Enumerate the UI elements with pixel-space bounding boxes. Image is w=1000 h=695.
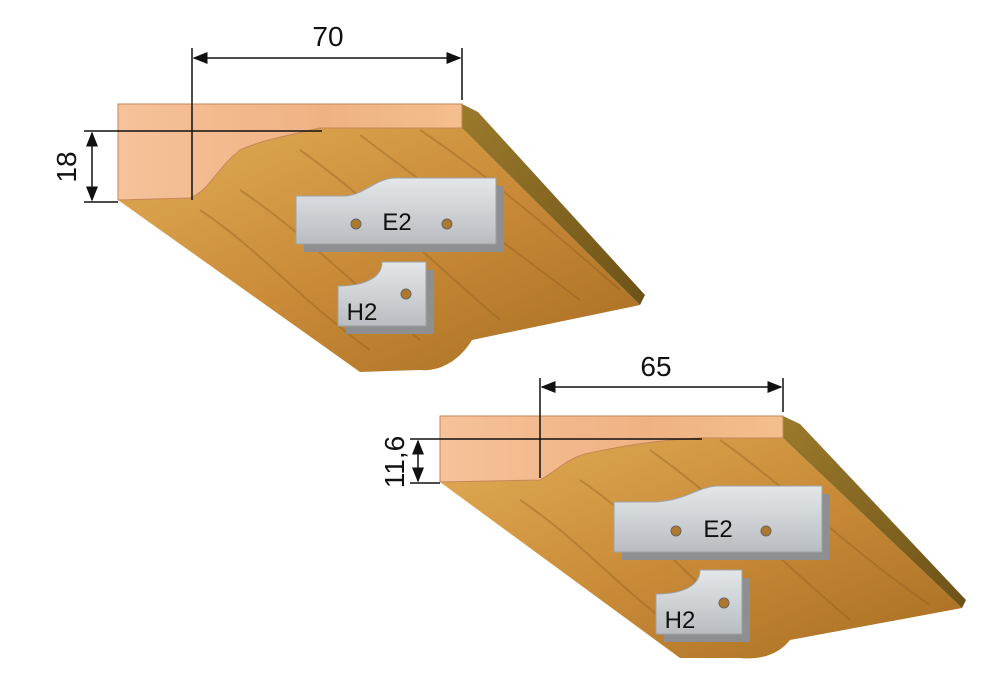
profile-2-knife-h2-label: H2 [665, 607, 696, 634]
profile-2-height-dimension [410, 438, 702, 484]
profile-2-knife-e2-hole-right [760, 525, 772, 537]
profile-1-wood-top [462, 104, 645, 305]
profile-1-knife-h2-label: H2 [347, 299, 378, 326]
profile-2-knife-e2 [613, 485, 823, 553]
profile-1-height-label: 18 [51, 151, 82, 182]
profile-2-width-dimension [539, 378, 784, 478]
profile-2-knife-h2 [655, 569, 743, 635]
profile-2-width-label: 65 [640, 351, 671, 382]
profile-2-knife-h2-hole [718, 597, 730, 609]
profile-1: E2 H2 70 18 [51, 21, 645, 372]
profile-2-knife-e2-hole-left [670, 525, 682, 537]
profile-1-knife-e2-label: E2 [382, 209, 411, 236]
profile-2-height-label: 11,6 [379, 436, 410, 488]
profile-2: E2 H2 65 11,6 [379, 351, 966, 659]
profile-1-knife-e2-hole-left [350, 218, 362, 230]
profile-1-knife-e2-hole-right [441, 218, 453, 230]
profile-2-knife-e2-label: E2 [703, 516, 732, 543]
profile-2-wood-top [783, 416, 966, 608]
profile-1-knife-h2 [337, 261, 427, 327]
profile-1-width-label: 70 [312, 21, 343, 52]
profile-1-knife-h2-hole [400, 288, 412, 300]
profile-1-wood-end [117, 103, 463, 201]
profile-1-height-dimension [84, 130, 322, 203]
profile-1-width-dimension [191, 48, 463, 200]
